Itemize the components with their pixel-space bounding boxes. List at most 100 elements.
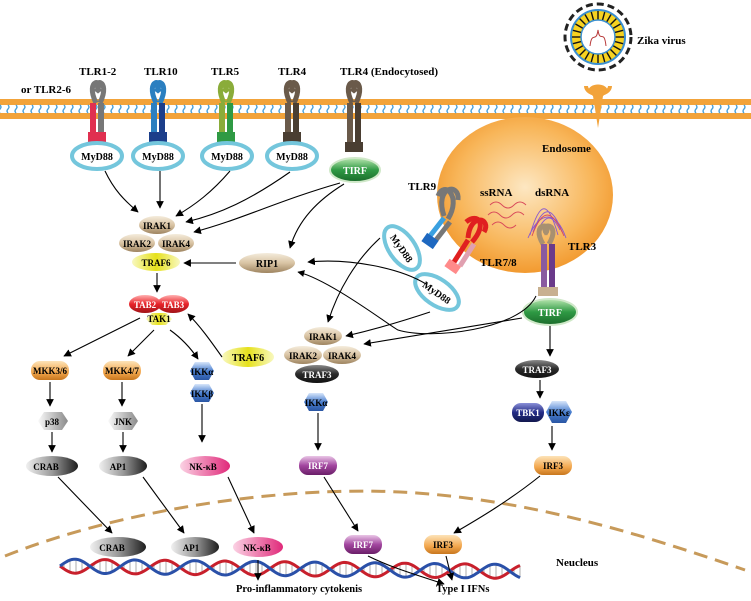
svg-text:TRAF6: TRAF6 — [142, 258, 171, 268]
svg-text:NK-κB: NK-κB — [243, 543, 271, 553]
myd88-adaptor-tlr10: MyD88 — [131, 141, 185, 171]
tlr4-endocytosed-receptor — [345, 80, 363, 152]
tlr3-receptor — [536, 223, 558, 296]
svg-text:CRAB: CRAB — [33, 462, 59, 472]
svg-text:IRAK1: IRAK1 — [143, 221, 172, 231]
tbk1: TBK1 — [512, 403, 544, 422]
tirf-adaptor-tlr3: TIRF — [522, 298, 578, 326]
tirf-adaptor-tlr4-endocytosed: TIRF — [329, 157, 381, 183]
tlr1-2-receptor — [88, 80, 107, 142]
svg-text:CRAB: CRAB — [99, 543, 125, 553]
svg-text:MyD88: MyD88 — [81, 152, 113, 163]
tab-tak-complex: TAB2 TAB3 TAK1 — [129, 295, 189, 325]
crab-nuclear: CRAB — [90, 537, 146, 557]
svg-text:AP1: AP1 — [183, 543, 200, 553]
ssrna-label: ssRNA — [480, 187, 512, 199]
signal-arrows — [46, 170, 556, 586]
svg-text:IRAK1: IRAK1 — [309, 332, 338, 342]
nucleus-label: Neucleus — [556, 557, 599, 569]
svg-text:TRAF3: TRAF3 — [523, 365, 552, 375]
tlr4-label: TLR4 — [278, 66, 307, 78]
tlr5-receptor — [217, 80, 235, 142]
crab: CRAB — [26, 456, 78, 476]
svg-text:TIRF: TIRF — [343, 166, 367, 177]
nfkb-nuclear: NK-κB — [233, 537, 283, 557]
svg-text:TBK1: TBK1 — [516, 408, 540, 418]
irf7-nuclear: IRF7 — [344, 535, 382, 554]
svg-text:IKKε: IKKε — [548, 408, 570, 418]
rip1: RIP1 — [239, 253, 295, 273]
tlr4-receptor — [283, 80, 301, 142]
svg-text:MyD88: MyD88 — [276, 152, 308, 163]
irf3: IRF3 — [534, 456, 572, 475]
svg-text:TAK1: TAK1 — [147, 314, 171, 324]
tlr5-label: TLR5 — [211, 66, 240, 78]
svg-text:MyD88: MyD88 — [211, 152, 243, 163]
svg-text:AP1: AP1 — [110, 462, 127, 472]
tlr2-6-label: or TLR2-6 — [21, 84, 72, 96]
svg-text:IRAK2: IRAK2 — [123, 239, 152, 249]
nfkb: NK-κB — [180, 456, 230, 476]
irf7: IRF7 — [299, 456, 337, 475]
svg-text:p38: p38 — [45, 417, 60, 427]
tlr9-label: TLR9 — [408, 181, 437, 193]
svg-text:RIP1: RIP1 — [256, 259, 278, 270]
svg-text:NK-κB: NK-κB — [189, 462, 217, 472]
jnk: JNK — [108, 412, 138, 430]
endosome: Endosome ssRNA dsRNA — [437, 117, 613, 273]
tlr1-2-label: TLR1-2 — [79, 66, 117, 78]
endosome-label: Endosome — [542, 143, 591, 155]
svg-text:MKK4/7: MKK4/7 — [105, 366, 139, 376]
plasma-membrane — [0, 99, 751, 119]
pro-inflammatory-label: Pro-inflammatory cytokenis — [236, 584, 362, 595]
ikk-alpha: IKKα — [190, 362, 214, 380]
myd88-adaptor-tlr4: MyD88 — [265, 141, 319, 171]
irak-complex-2: IRAK1 IRAK2 IRAK4 TRAF3 — [284, 327, 361, 383]
svg-text:TIRF: TIRF — [538, 308, 562, 319]
ap1-nuclear: AP1 — [171, 537, 219, 557]
svg-text:IRF3: IRF3 — [433, 540, 453, 550]
tlr3-label: TLR3 — [568, 241, 597, 253]
svg-text:IRAK4: IRAK4 — [162, 239, 191, 249]
zika-virus-label: Zika virus — [637, 35, 686, 47]
svg-text:IKKα: IKKα — [305, 398, 328, 408]
irf3-nuclear: IRF3 — [424, 535, 462, 554]
svg-text:IRF3: IRF3 — [543, 461, 563, 471]
svg-text:TAB3: TAB3 — [162, 300, 185, 310]
svg-text:MyD88: MyD88 — [142, 152, 174, 163]
svg-text:MKK3/6: MKK3/6 — [33, 366, 67, 376]
svg-text:IKKβ: IKKβ — [191, 389, 214, 399]
svg-text:TRAF3: TRAF3 — [303, 370, 332, 380]
traf3-right: TRAF3 — [515, 360, 559, 378]
svg-text:TAB2: TAB2 — [134, 300, 157, 310]
ikk-alpha-irf7: IKKα — [304, 393, 328, 411]
svg-text:IRAK4: IRAK4 — [328, 351, 357, 361]
svg-text:IRF7: IRF7 — [308, 461, 328, 471]
svg-text:JNK: JNK — [114, 417, 132, 427]
svg-text:TRAF6: TRAF6 — [232, 353, 264, 364]
svg-text:IRF7: IRF7 — [353, 540, 373, 550]
tlr4-endocytosed-label: TLR4 (Endocytosed) — [340, 66, 438, 78]
zika-virus: Zika virus — [563, 2, 686, 128]
ikk-epsilon: IKKε — [546, 401, 572, 423]
myd88-adaptor-tlr7-8: MyD88 — [413, 272, 461, 312]
type1-ifn-label: Type I IFNs — [436, 584, 489, 595]
tlr7-8-label: TLR7/8 — [480, 257, 517, 269]
tlr10-label: TLR10 — [144, 66, 178, 78]
svg-text:IKKα: IKKα — [191, 367, 214, 377]
dsrna-label: dsRNA — [535, 187, 569, 199]
mkk3-6: MKK3/6 — [31, 361, 69, 380]
ap1: AP1 — [99, 456, 147, 476]
nucleus-membrane — [4, 489, 746, 572]
irak-complex-1: IRAK1 IRAK2 IRAK4 TRAF6 — [119, 216, 194, 271]
tlr10-receptor — [149, 80, 167, 142]
dna-helix — [59, 557, 521, 580]
p38: p38 — [38, 412, 68, 430]
tlr7-8-receptor — [444, 215, 489, 275]
ikk-beta: IKKβ — [190, 384, 214, 402]
svg-text:IRAK2: IRAK2 — [289, 351, 318, 361]
mkk4-7: MKK4/7 — [103, 361, 141, 380]
tlr9-receptor — [421, 186, 461, 250]
myd88-adaptor-tlr1-2: MyD88 — [70, 141, 124, 171]
